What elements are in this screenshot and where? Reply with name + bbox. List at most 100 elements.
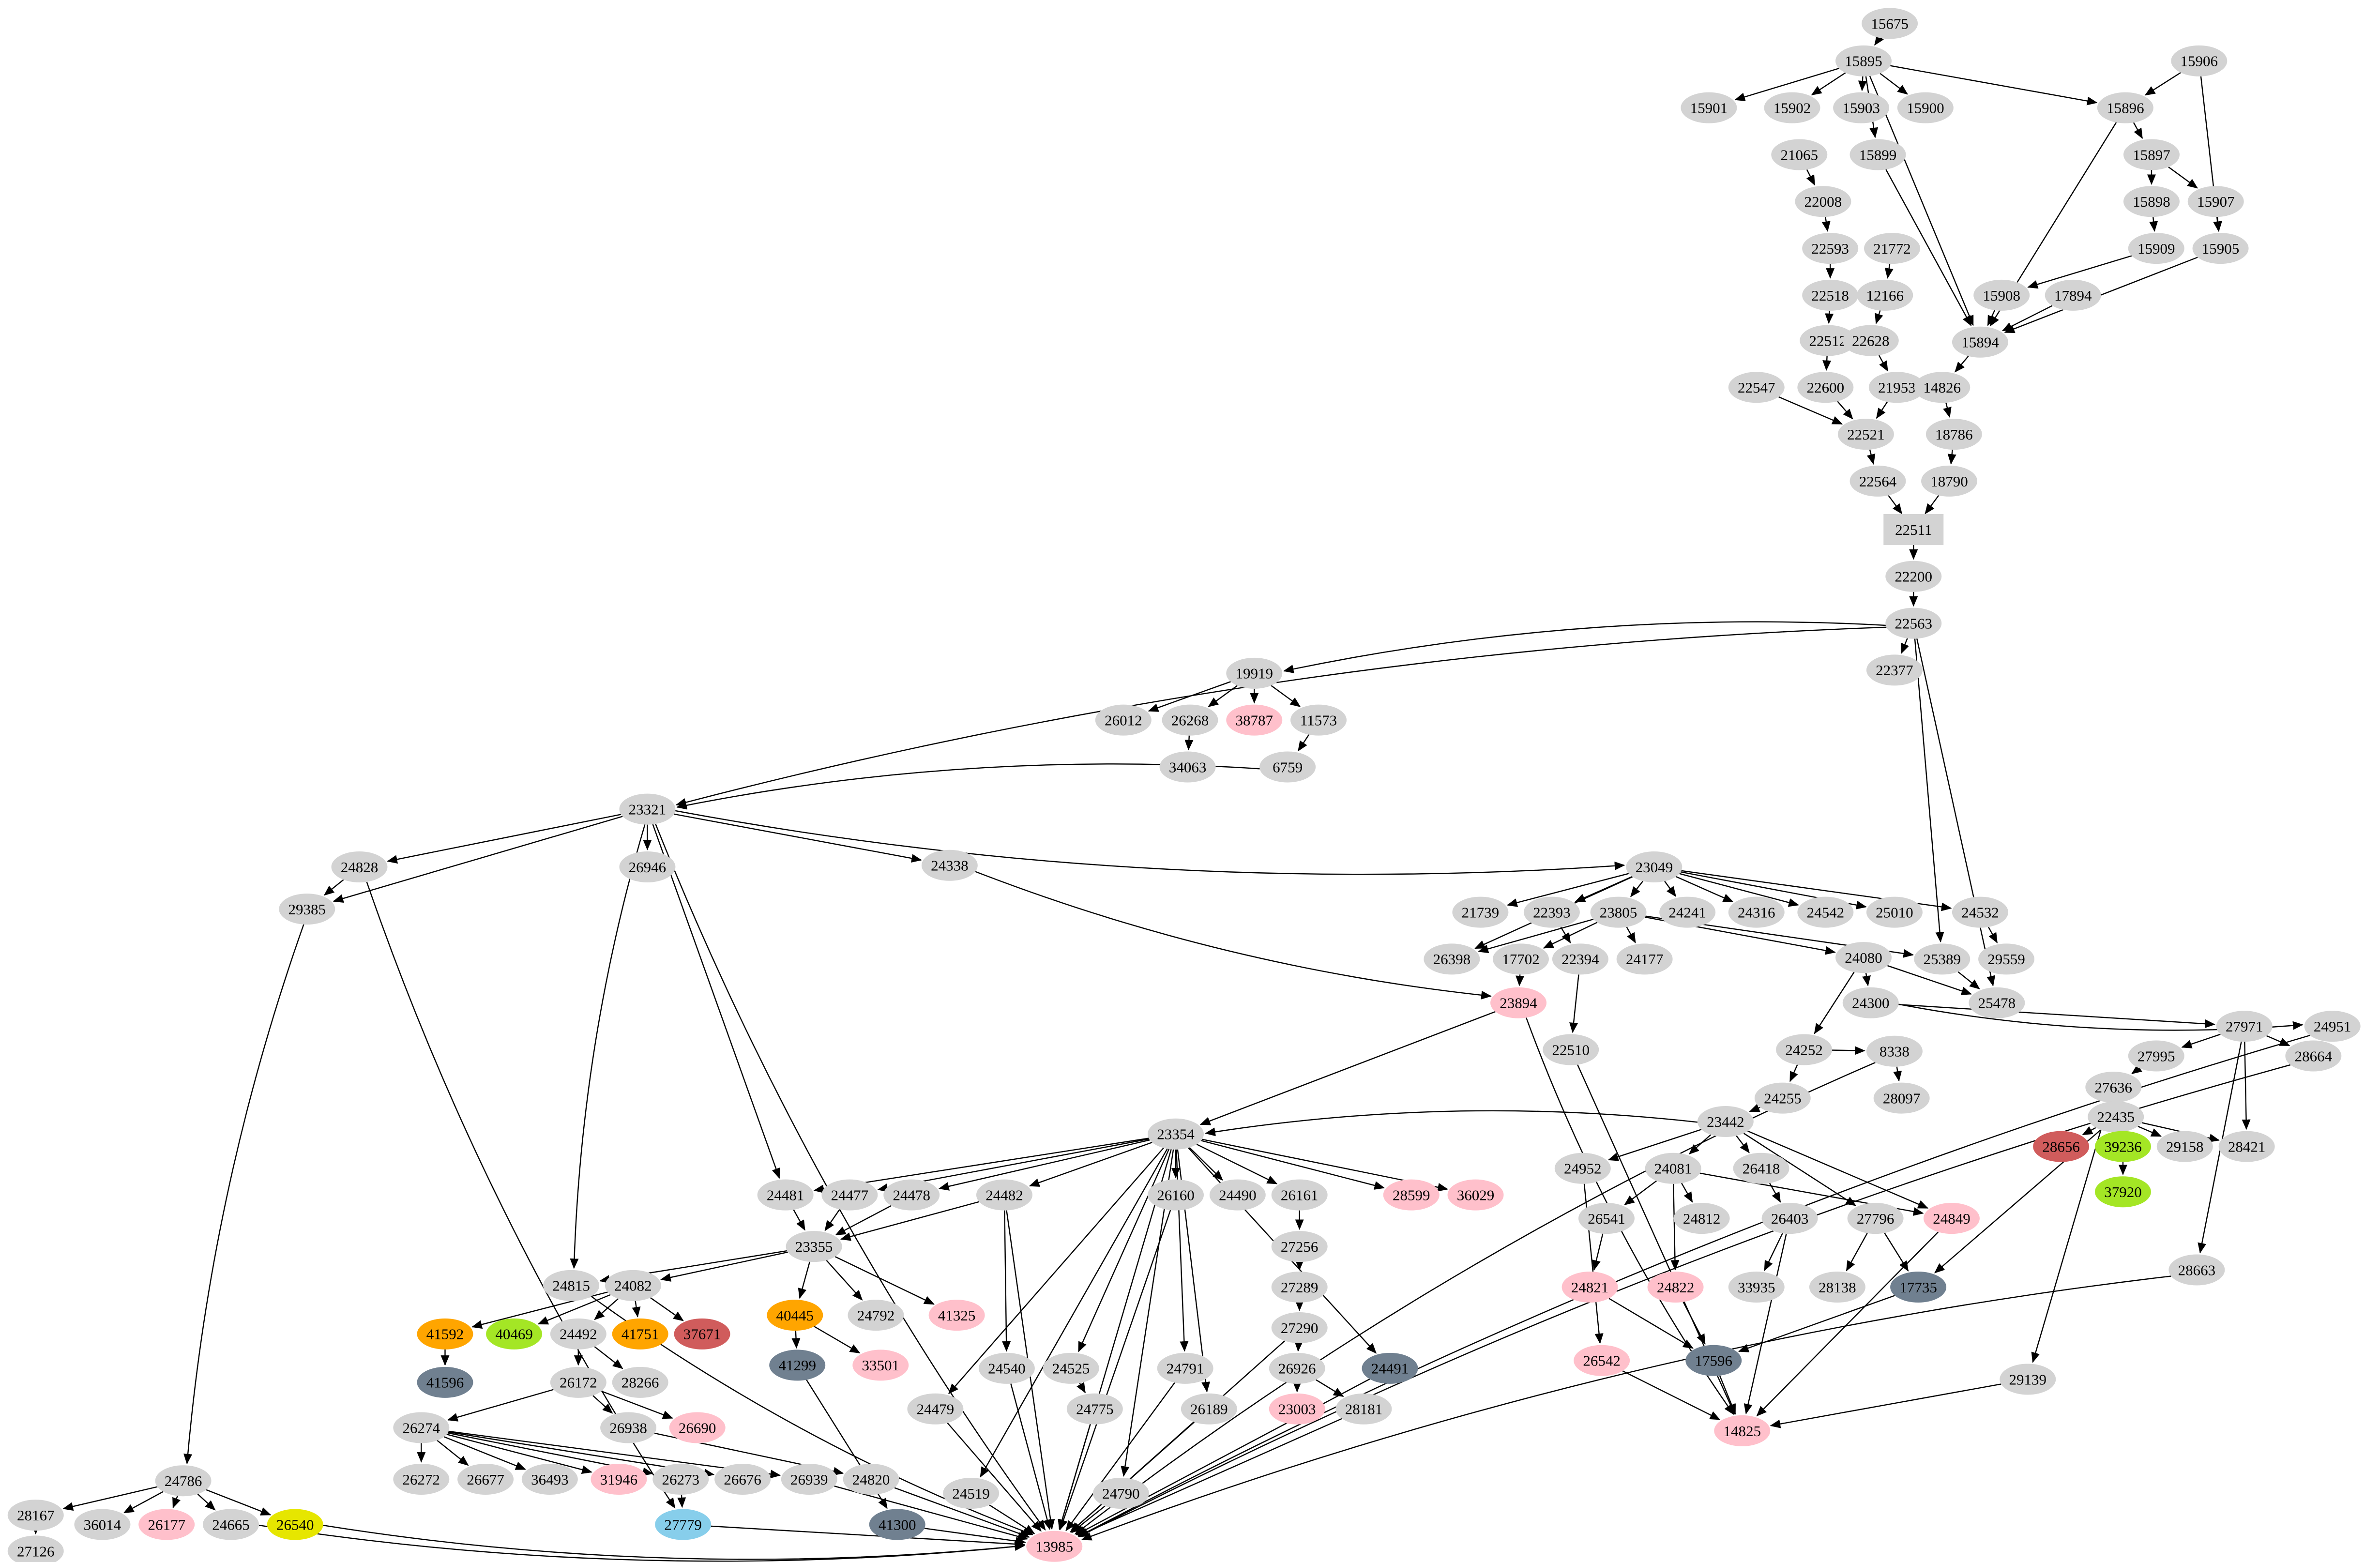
node-ellipse-shape <box>1897 92 1954 123</box>
node-24525: 24525 <box>1043 1352 1099 1384</box>
node-label: 26926 <box>1278 1360 1316 1377</box>
node-label: 22510 <box>1552 1041 1590 1058</box>
node-ellipse-shape <box>821 1179 878 1211</box>
node-24519: 24519 <box>943 1478 1000 1509</box>
node-ellipse-shape <box>7 1500 64 1531</box>
node-label: 26418 <box>1743 1160 1780 1177</box>
node-label: 36493 <box>531 1471 569 1488</box>
node-label: 37920 <box>2104 1183 2142 1200</box>
node-22435: 22435 <box>2088 1101 2144 1133</box>
node-41325: 41325 <box>928 1300 985 1331</box>
edge-22512-22600 <box>1822 356 1832 371</box>
node-ellipse-shape <box>2094 1131 2151 1162</box>
node-24849: 24849 <box>1923 1203 1980 1234</box>
edge-22394-22510 <box>1569 974 1579 1033</box>
node-label: 15903 <box>1842 100 1880 117</box>
node-29385: 29385 <box>279 894 335 925</box>
node-24081: 24081 <box>1645 1153 1701 1184</box>
edge-24479-13985 <box>947 1422 1042 1532</box>
node-24815: 24815 <box>543 1270 600 1301</box>
node-ellipse-shape <box>1578 1203 1635 1234</box>
edge-24082-37671 <box>650 1297 684 1321</box>
node-27971: 27971 <box>2216 1011 2273 1042</box>
node-label: 15901 <box>1690 100 1728 117</box>
edge-18786-18790 <box>1947 449 1956 465</box>
node-ellipse-shape <box>1383 1179 1440 1211</box>
node-ellipse-shape <box>1835 45 1892 76</box>
edge-23354-24479 <box>948 1147 1164 1395</box>
node-label: 27256 <box>1281 1238 1319 1255</box>
node-ellipse-shape <box>279 894 335 925</box>
node-22512: 22512 <box>1800 325 1856 356</box>
node-label: 29559 <box>1987 951 2025 968</box>
node-label: 24255 <box>1764 1090 1802 1107</box>
node-40469: 40469 <box>486 1318 543 1350</box>
node-ellipse-shape <box>1866 654 1923 686</box>
node-17894: 17894 <box>2045 279 2101 311</box>
node-label: 24951 <box>2314 1018 2351 1035</box>
node-label: 17596 <box>1695 1352 1732 1369</box>
node-label: 41592 <box>426 1326 464 1343</box>
node-26273: 26273 <box>652 1463 709 1495</box>
node-label: 26938 <box>609 1419 647 1436</box>
edge-15895-15894 <box>1869 76 1974 326</box>
node-13985: 13985 <box>1026 1531 1083 1562</box>
node-label: 33935 <box>1738 1279 1775 1296</box>
node-ellipse-shape <box>1181 1393 1237 1425</box>
node-ellipse-shape <box>769 1350 826 1381</box>
edge-24786-36014 <box>123 1491 164 1514</box>
node-23003: 23003 <box>1269 1393 1325 1425</box>
edge-19919-11573 <box>1271 685 1301 707</box>
node-label: 25389 <box>1924 951 1961 968</box>
node-ellipse-shape <box>2045 279 2101 311</box>
node-label: 24820 <box>852 1471 890 1488</box>
edge-24540-13985 <box>1010 1383 1052 1530</box>
node-ellipse-shape <box>1259 751 1316 783</box>
node-ellipse-shape <box>767 1300 823 1331</box>
node-label: 36014 <box>84 1516 121 1533</box>
node-26540: 26540 <box>267 1509 323 1540</box>
edge-15898-15909 <box>2149 217 2158 232</box>
node-26274: 26274 <box>393 1412 450 1443</box>
node-label: 24791 <box>1167 1360 1204 1377</box>
node-ellipse-shape <box>978 1352 1035 1384</box>
node-label: 27290 <box>1281 1319 1319 1336</box>
edge-23442-24081 <box>1688 1134 1712 1155</box>
node-ellipse-shape <box>619 793 676 825</box>
node-label: 27636 <box>2095 1079 2133 1096</box>
edge-23321-29385 <box>333 816 623 903</box>
edge-24820-13985 <box>894 1487 1030 1538</box>
node-28599: 28599 <box>1383 1179 1440 1211</box>
edge-26172-26690 <box>601 1390 673 1419</box>
node-27126: 27126 <box>7 1535 64 1562</box>
node-label: 28599 <box>1393 1187 1430 1204</box>
node-label: 26690 <box>679 1419 716 1436</box>
node-ellipse-shape <box>550 1366 606 1398</box>
node-label: 28421 <box>2228 1138 2266 1155</box>
node-label: 24338 <box>931 857 969 874</box>
node-27995: 27995 <box>2128 1040 2184 1072</box>
node-24792: 24792 <box>848 1300 904 1331</box>
node-15900: 15900 <box>1897 92 1954 123</box>
node-26177: 26177 <box>138 1509 195 1540</box>
node-24820: 24820 <box>843 1463 899 1495</box>
node-18790: 18790 <box>1921 465 1978 497</box>
node-label: 26676 <box>724 1471 761 1488</box>
node-ellipse-shape <box>138 1509 195 1540</box>
node-label: 22563 <box>1895 615 1933 632</box>
node-17735: 17735 <box>1890 1272 1947 1303</box>
edge-24821-17596 <box>1608 1298 1694 1349</box>
node-ellipse-shape <box>1795 186 1851 217</box>
node-label: 24479 <box>917 1401 955 1418</box>
node-label: 22564 <box>1859 473 1897 490</box>
node-ellipse-shape <box>1681 92 1737 123</box>
node-ellipse-shape <box>1835 942 1892 973</box>
edge-24786-26540 <box>206 1489 272 1516</box>
node-24080: 24080 <box>1835 942 1892 973</box>
node-label: 24080 <box>1845 949 1882 966</box>
node-label: 11573 <box>1300 712 1337 728</box>
edge-15895-15903 <box>1858 76 1867 91</box>
node-ellipse-shape <box>2187 186 2244 217</box>
node-label: 24525 <box>1052 1360 1090 1377</box>
node-ellipse-shape <box>714 1463 771 1495</box>
